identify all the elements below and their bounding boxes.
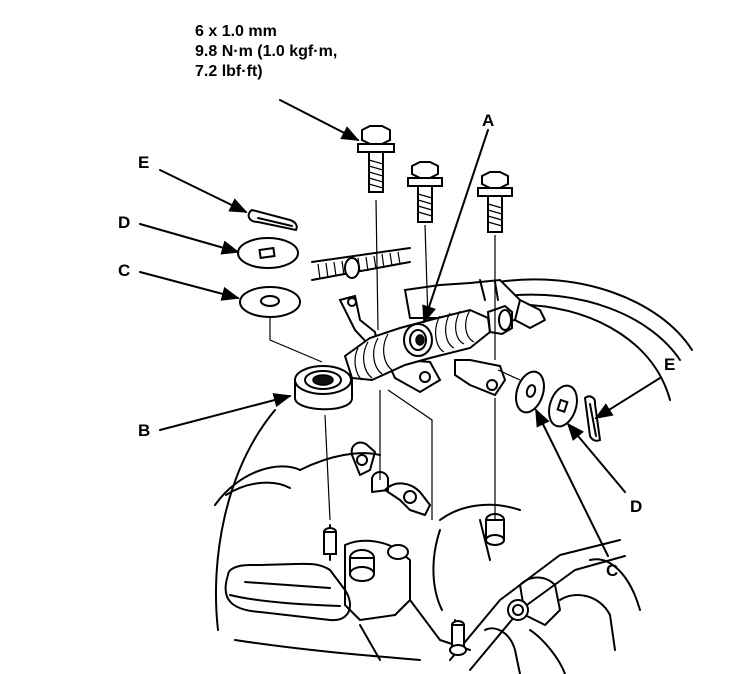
washer-d-right [548, 384, 578, 428]
transmission-housing [214, 409, 641, 674]
cotter-pin-e-right [583, 395, 602, 442]
torque-lbfft: 7.2 lbf·ft) [195, 63, 263, 80]
bushing-b [294, 365, 353, 411]
label-d-right: D [630, 497, 643, 516]
cotter-pin-e-left [247, 208, 298, 232]
label-a: A [482, 111, 495, 130]
bolt-torque-spec: 6 x 1.0 mm 9.8 N·m (1.0 kgf·m, 7.2 lbf·f… [195, 22, 337, 82]
bolt-3 [477, 171, 513, 233]
bolt-1 [357, 125, 395, 193]
washer-d-left [237, 237, 299, 269]
label-b: B [138, 421, 151, 440]
washer-c-right [515, 370, 545, 414]
bolt-size: 6 x 1.0 mm [195, 23, 277, 40]
torque-nm-kgfm: 9.8 N·m (1.0 kgf·m, [195, 43, 338, 60]
cable-boot [343, 304, 513, 382]
shift-cable [311, 247, 411, 281]
callout-arrows [139, 99, 661, 557]
label-e-left: E [138, 153, 150, 172]
washer-c-left [239, 286, 301, 318]
alignment-lines [269, 199, 521, 521]
label-c-left: C [118, 261, 131, 280]
label-d-left: D [118, 213, 131, 232]
body-curves-right [497, 278, 693, 401]
label-e-right: E [664, 355, 676, 374]
bolt-2 [407, 161, 443, 223]
label-c-right: C [606, 561, 619, 580]
